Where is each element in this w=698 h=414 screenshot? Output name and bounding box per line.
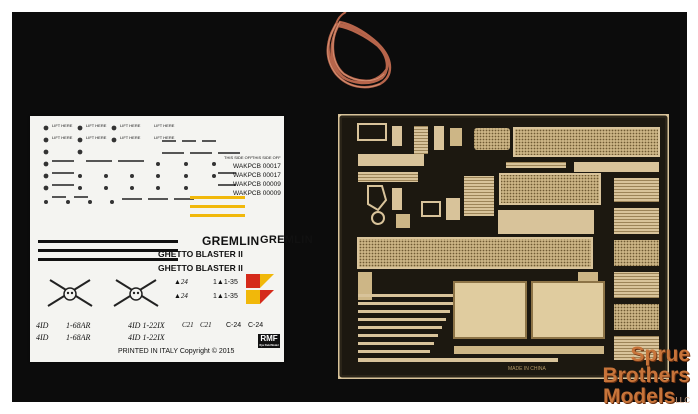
unit-code-decal: 1-68AR (66, 333, 91, 342)
lift-here-label: LIFT HERE (154, 123, 175, 128)
yellow-stripe (190, 205, 245, 208)
copyright-footer: PRINTED IN ITALY Copyright © 2015 (118, 348, 235, 355)
unit-code-decal: 4ID (36, 333, 49, 342)
serial-number: WAKPCB 00017 (233, 172, 281, 179)
lift-here-label: LIFT HERE (120, 135, 141, 140)
black-stripe (38, 249, 178, 252)
this-side-off-label: THIS SIDE OFF (224, 155, 253, 160)
yellow-stripe (190, 214, 245, 217)
watermark-line1: Sprue (630, 343, 690, 366)
ghetto-blaster-decal: GHETTO BLASTER II (158, 249, 243, 259)
lift-here-label: LIFT HERE (52, 135, 73, 140)
decal-sheet: LIFT HERE LIFT HERE LIFT HERE LIFT HERE … (30, 116, 313, 362)
serial-number: WAKPCB 00009 (233, 190, 281, 197)
gremlin-name-decal: GREMLIN (202, 234, 260, 248)
decal-stencil-grid (43, 125, 240, 204)
copper-wire-coil (326, 12, 392, 89)
bumper-code-decal: 1▲1-35 (213, 279, 238, 286)
bumper-code-decal: ▲24 (174, 278, 188, 286)
serial-number: WAKPCB 00017 (233, 163, 281, 170)
unit-code-decal: 4ID (36, 321, 49, 330)
gremlin-name-decal: GREMLIN (260, 234, 313, 246)
lift-here-label: LIFT HERE (52, 123, 73, 128)
skull-rifles-emblem (47, 279, 93, 307)
code-decal: C-24 (226, 322, 242, 329)
code-decal: C21 (182, 321, 194, 329)
unit-code-decal: 4ID 1-22IX (128, 321, 165, 330)
black-stripe (38, 258, 178, 261)
bumper-code-decal: 1▲1-35 (213, 293, 238, 300)
photo-etch-fret: MADE IN CHINA (338, 114, 669, 379)
serial-number: WAKPCB 00009 (233, 181, 281, 188)
watermark: Sprue Brothers ModelsLLC (602, 344, 690, 407)
code-decal: C-24 (248, 322, 264, 329)
skull-rifles-emblem (113, 279, 159, 307)
watermark-line2: Brothers (602, 364, 690, 387)
unit-code-decal: 1-68AR (66, 321, 91, 330)
lift-here-label: LIFT HERE (120, 123, 141, 128)
fret-imprint-text: MADE IN CHINA (508, 366, 546, 372)
lift-here-label: LIFT HERE (154, 135, 175, 140)
watermark-suffix: LLC (675, 396, 690, 405)
lift-here-label: LIFT HERE (86, 123, 107, 128)
this-side-off-label: THIS SIDE OFF (252, 155, 281, 160)
orange-triangle-marking (246, 274, 274, 304)
code-decal: C21 (200, 321, 212, 329)
bumper-code-decal: ▲24 (174, 292, 188, 300)
yellow-stripe (190, 196, 245, 199)
lift-here-label: LIFT HERE (86, 135, 107, 140)
black-stripe (38, 240, 178, 243)
ghetto-blaster-decal: GHETTO BLASTER II (158, 263, 243, 273)
rmf-logo: RMF Rye Field Model (258, 334, 280, 348)
watermark-line3: ModelsLLC (602, 385, 690, 408)
unit-code-decal: 4ID 1-22IX (128, 333, 165, 342)
